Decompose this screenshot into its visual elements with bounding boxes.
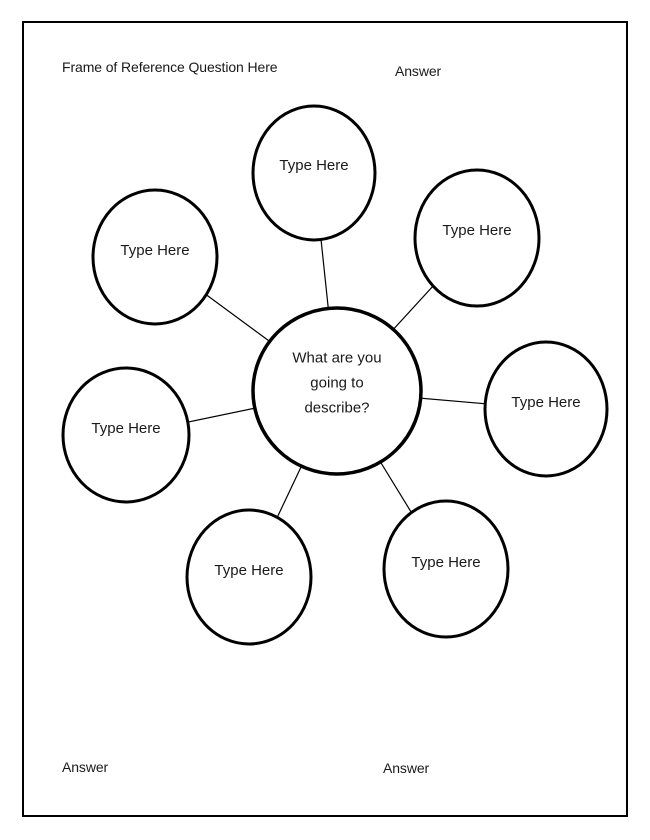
answer-label-bottom-left[interactable]: Answer	[62, 759, 109, 775]
node-circle-bottom-left[interactable]	[185, 508, 313, 646]
node-label-bottom-right[interactable]: Type Here	[411, 554, 481, 571]
node-circle-bottom-right[interactable]	[382, 499, 510, 639]
center-circle[interactable]	[251, 306, 423, 476]
node-circle-right[interactable]	[483, 340, 609, 478]
answer-label-bottom-center[interactable]: Answer	[383, 760, 430, 776]
node-circle-top[interactable]	[251, 104, 377, 242]
page-border	[22, 21, 628, 817]
node-label-right[interactable]: Type Here	[511, 394, 581, 411]
center-question-label[interactable]: What are you going to describe?	[292, 346, 381, 421]
node-label-top-left[interactable]: Type Here	[120, 242, 190, 259]
frame-of-reference-question-label[interactable]: Frame of Reference Question Here	[62, 59, 278, 75]
center-question-line-3: describe?	[304, 399, 370, 417]
node-label-top-right[interactable]: Type Here	[442, 222, 512, 239]
node-circle-left[interactable]	[61, 366, 191, 504]
center-question-line-2: going to	[310, 374, 364, 392]
node-circle-top-right[interactable]	[413, 168, 541, 308]
node-label-bottom-left[interactable]: Type Here	[214, 562, 284, 579]
answer-label-top[interactable]: Answer	[395, 63, 442, 79]
node-circle-top-left[interactable]	[91, 188, 219, 326]
node-label-left[interactable]: Type Here	[91, 420, 161, 437]
center-question-line-1: What are you	[292, 349, 382, 367]
node-label-top[interactable]: Type Here	[279, 157, 349, 174]
